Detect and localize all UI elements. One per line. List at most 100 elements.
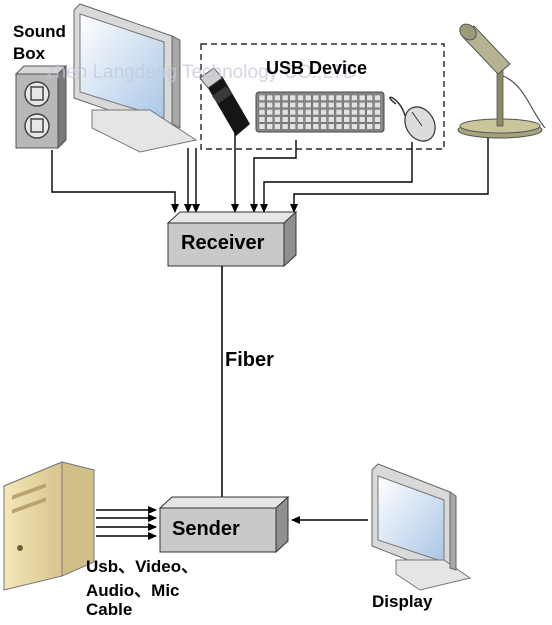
- keyboard-key: [366, 123, 373, 130]
- keyboard-key: [266, 101, 273, 108]
- mouse-icon: [389, 96, 436, 142]
- cable-label-line2: Audio、Mic: [86, 581, 180, 600]
- keyboard-key: [297, 94, 304, 101]
- keyboard-key: [351, 123, 358, 130]
- keyboard-key: [366, 109, 373, 116]
- keyboard-key: [328, 101, 335, 108]
- keyboard-key: [274, 116, 281, 123]
- cable-label-line3: Cable: [86, 600, 133, 619]
- keyboard-key: [358, 94, 366, 101]
- keyboard-key: [312, 101, 320, 108]
- keyboard-key: [274, 123, 281, 130]
- keyboard-key: [374, 94, 381, 101]
- usb-device-label: USB Device: [266, 58, 368, 78]
- keyboard-key: [312, 94, 320, 101]
- keyboard-key: [366, 101, 373, 108]
- keyboard-key: [274, 94, 281, 101]
- keyboard-key: [289, 109, 296, 116]
- keyboard-key: [305, 101, 312, 108]
- keyboard-key: [320, 116, 327, 123]
- display-label: Display: [372, 592, 433, 611]
- fiber-label: Fiber: [225, 349, 274, 371]
- keyboard-key: [274, 109, 281, 116]
- keyboard-key: [258, 116, 266, 123]
- keyboard-key: [374, 109, 381, 116]
- keyboard-key: [358, 109, 366, 116]
- keyboard-key: [328, 94, 335, 101]
- keyboard-key: [328, 123, 335, 130]
- keyboard-key: [289, 116, 296, 123]
- pc-to-sender-cables: [96, 506, 157, 540]
- keyboard-key: [281, 94, 289, 101]
- sender-label: Sender: [172, 518, 240, 540]
- keyboard-key: [374, 116, 381, 123]
- keyboard-key: [289, 101, 296, 108]
- keyboard-key: [343, 123, 350, 130]
- receiver-label: Receiver: [181, 232, 265, 254]
- keyboard-key: [328, 116, 335, 123]
- keyboard-key: [335, 116, 343, 123]
- keyboard-key: [351, 109, 358, 116]
- keyboard-key: [258, 109, 266, 116]
- keyboard-key: [358, 123, 366, 130]
- keyboard-key: [343, 94, 350, 101]
- keyboard-key: [289, 123, 296, 130]
- sound-box-label-line2: Box: [13, 44, 46, 63]
- input-connectors: [51, 130, 489, 213]
- keyboard-key: [320, 109, 327, 116]
- keyboard-key: [335, 123, 343, 130]
- keyboard-key: [266, 123, 273, 130]
- sender-box: [158, 495, 290, 554]
- keyboard-key: [335, 109, 343, 116]
- keyboard-key: [266, 109, 273, 116]
- keyboard-key: [366, 94, 373, 101]
- keyboard-key: [281, 101, 289, 108]
- keyboard-key: [351, 116, 358, 123]
- usb-stick-icon: [199, 67, 250, 136]
- display-monitor-icon: [371, 463, 472, 591]
- keyboard-key: [312, 123, 320, 130]
- keyboard-key: [320, 123, 327, 130]
- receiver-box: [166, 210, 298, 268]
- keyboard-key: [297, 109, 304, 116]
- keyboard-key: [258, 101, 266, 108]
- keyboard-key: [320, 94, 327, 101]
- keyboard-key: [258, 94, 266, 101]
- keyboard-key: [320, 101, 327, 108]
- keyboard-key: [343, 109, 350, 116]
- keyboard-key: [335, 101, 343, 108]
- watermark: zhen Langdeng Technology CO.,LTD: [46, 62, 357, 83]
- keyboard-key: [305, 123, 312, 130]
- keyboard-key: [266, 94, 273, 101]
- keyboard-key: [343, 116, 350, 123]
- keyboard-key: [305, 94, 312, 101]
- keyboard-key: [266, 116, 273, 123]
- keyboard-key: [366, 116, 373, 123]
- keyboard-key: [289, 94, 296, 101]
- speaker-icon: [14, 64, 68, 150]
- keyboard-icon: [255, 91, 385, 133]
- keyboard-key: [312, 109, 320, 116]
- keyboard-key: [281, 109, 289, 116]
- keyboard-key: [258, 123, 266, 130]
- keyboard-key: [328, 109, 335, 116]
- keyboard-key: [358, 116, 366, 123]
- keyboard-key: [305, 116, 312, 123]
- keyboard-key: [274, 101, 281, 108]
- keyboard-key: [358, 101, 366, 108]
- keyboard-key: [351, 101, 358, 108]
- keyboard-key: [281, 116, 289, 123]
- keyboard-key: [374, 101, 381, 108]
- monitor-icon: [73, 3, 198, 153]
- keyboard-key: [297, 101, 304, 108]
- keyboard-key: [335, 94, 343, 101]
- sound-box-label-line1: Sound: [13, 22, 66, 41]
- microphone-icon: [457, 23, 546, 139]
- keyboard-key: [312, 116, 320, 123]
- keyboard-key: [281, 123, 289, 130]
- pc-tower-icon: [2, 461, 96, 591]
- keyboard-key: [297, 116, 304, 123]
- keyboard-key: [351, 94, 358, 101]
- keyboard-key: [305, 109, 312, 116]
